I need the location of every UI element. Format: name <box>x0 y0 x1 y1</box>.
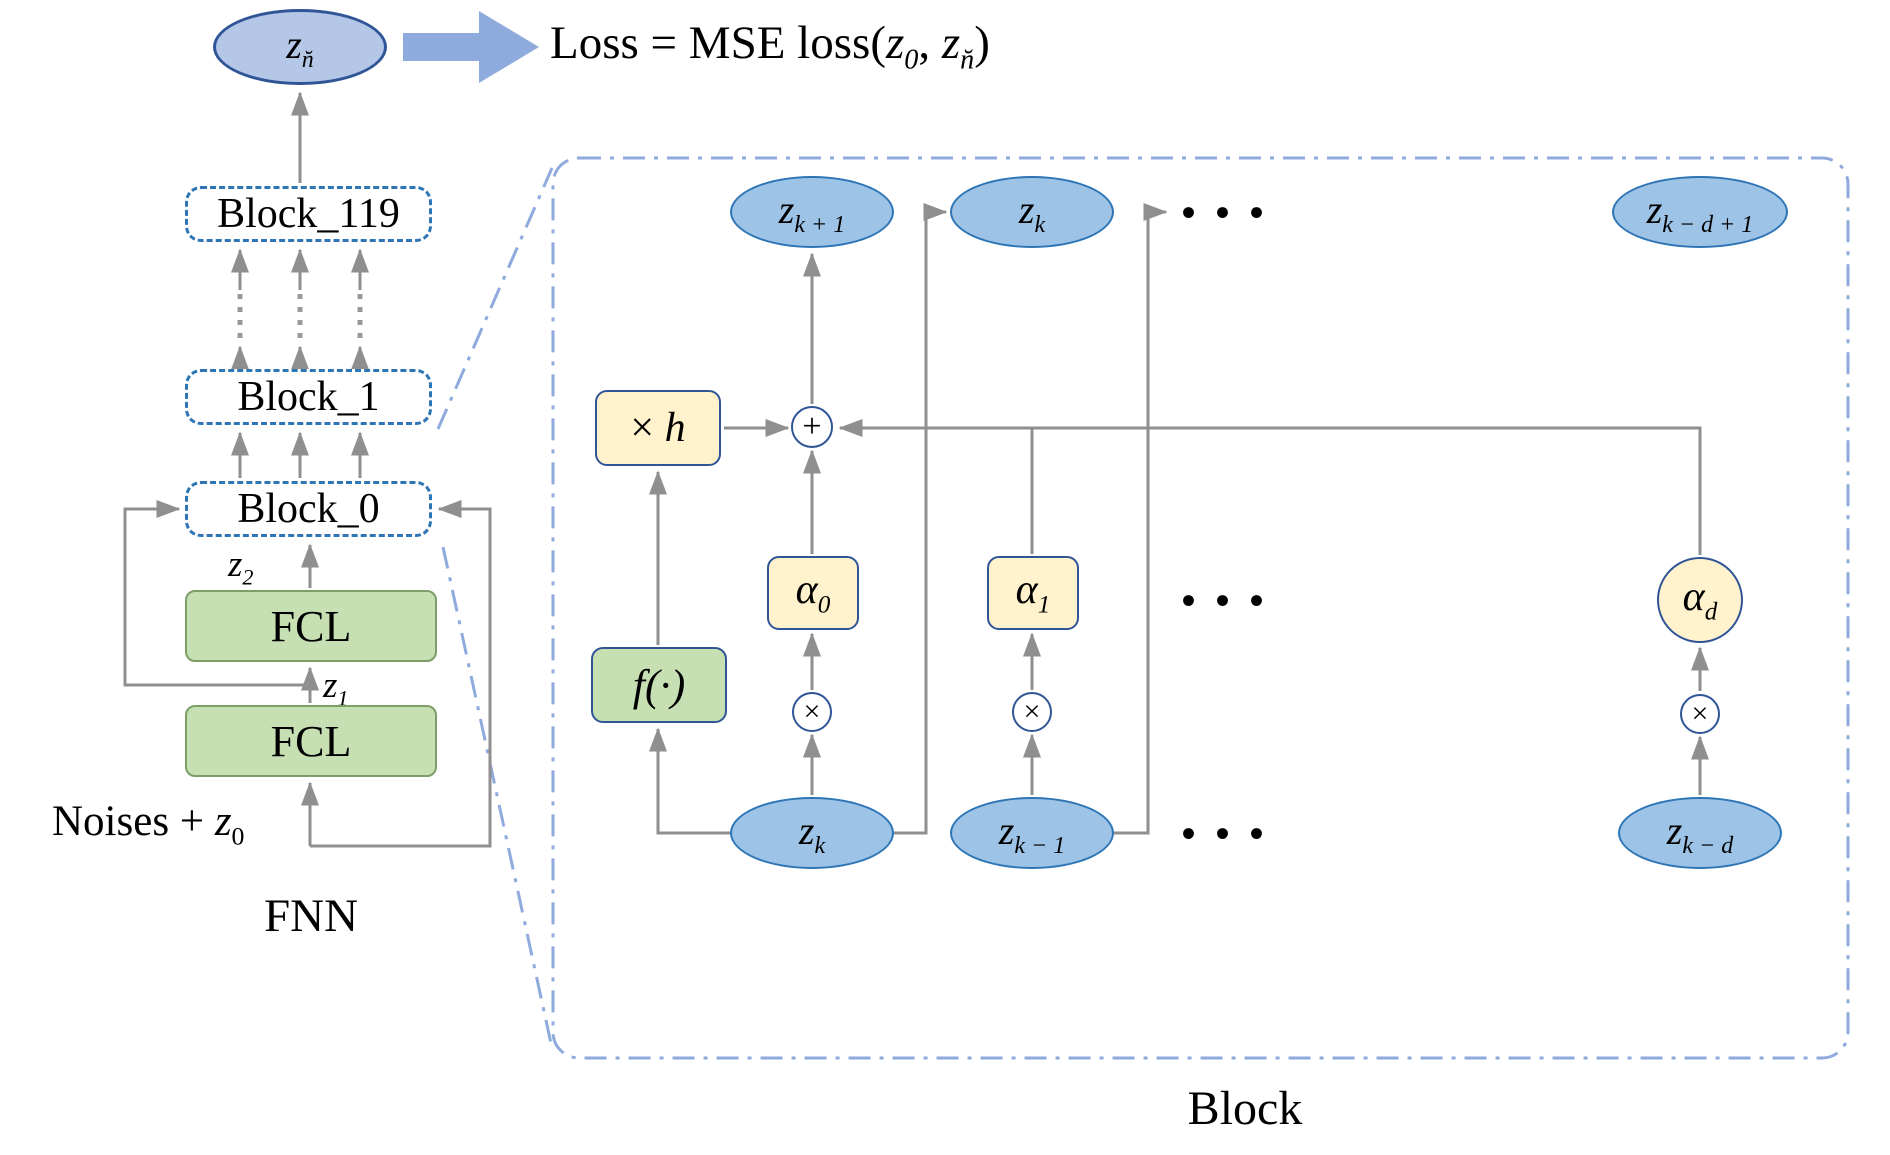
alpha-1-box: α1 <box>987 556 1079 630</box>
node-z-k-minus-d-plus-1: zk − d + 1 <box>1612 176 1788 248</box>
block-119-label: Block_119 <box>217 191 400 237</box>
node-z-k-minus-1: zk − 1 <box>950 797 1114 869</box>
fnn-caption: FNN <box>185 886 437 946</box>
node-z-breve-n-base: z <box>286 21 302 67</box>
times-circle-1: × <box>1012 692 1052 732</box>
input-label: Noises + z0 <box>52 797 244 852</box>
node-z-k-top-base: z <box>1018 186 1035 232</box>
node-z-k-bottom-base: z <box>798 807 815 853</box>
loss-z0-sub: 0 <box>904 44 919 76</box>
input-label-base: z <box>214 798 232 845</box>
input-label-sub: 0 <box>231 821 245 851</box>
times-symbol-0: × <box>803 695 821 728</box>
block-119: Block_119 <box>185 186 432 242</box>
node-z-k-plus-1: zk + 1 <box>730 176 894 248</box>
fcl-bottom: FCL <box>185 705 437 777</box>
node-z-k-plus-1-base: z <box>778 186 795 232</box>
node-z-k-minus-1-base: z <box>998 807 1015 853</box>
node-z-k-bottom-sub: k <box>814 832 826 859</box>
block-caption: Block <box>1120 1078 1370 1138</box>
label-z1-base: z <box>323 665 338 706</box>
label-z2-sub: 2 <box>242 564 254 590</box>
alpha-d-sub: d <box>1704 598 1718 626</box>
zoom-guides <box>436 156 1850 1060</box>
block-edges <box>649 203 1709 835</box>
loss-arrow-icon <box>403 11 539 83</box>
plus-symbol: + <box>802 408 822 445</box>
loss-separator: , <box>918 17 942 69</box>
fcl-bottom-label: FCL <box>270 716 352 766</box>
block-1: Block_1 <box>185 369 432 425</box>
times-h-op: × <box>630 405 655 451</box>
fnn-caption-label: FNN <box>263 890 359 942</box>
times-circle-0: × <box>792 692 832 732</box>
node-z-k-plus-1-sub: k + 1 <box>794 211 846 238</box>
input-label-prefix: Noises + <box>52 798 215 845</box>
block-1-label: Block_1 <box>237 374 380 420</box>
times-symbol-1: × <box>1023 695 1041 728</box>
top-ellipsis-dots: • • • <box>1160 186 1290 238</box>
times-circle-d: × <box>1680 694 1720 734</box>
node-z-k-minus-d-plus-1-base: z <box>1646 186 1663 232</box>
fcl-top: FCL <box>185 590 437 662</box>
node-z-breve-n: zn̆ <box>213 9 387 85</box>
loss-zn-sub: n̆ <box>960 44 975 76</box>
loss-suffix: ) <box>974 17 990 69</box>
f-function-label: f(·) <box>632 660 686 710</box>
fcl-top-label: FCL <box>270 601 352 651</box>
f-function-box: f(·) <box>591 647 727 723</box>
times-symbol-d: × <box>1691 697 1709 730</box>
middle-ellipsis-dots: • • • <box>1160 574 1290 626</box>
top-ellipsis-dots-text: • • • <box>1181 189 1269 235</box>
loss-prefix: Loss = MSE loss( <box>550 17 886 69</box>
alpha-0-box: α0 <box>767 556 859 630</box>
alpha-d-circle: αd <box>1657 557 1743 643</box>
node-z-k-bottom: zk <box>730 797 894 869</box>
alpha-1-base: α <box>1015 567 1038 614</box>
label-z2-base: z <box>228 544 243 585</box>
bottom-ellipsis-dots: • • • <box>1160 807 1290 859</box>
alpha-1-sub: 1 <box>1037 591 1051 619</box>
block-0-label: Block_0 <box>237 486 380 532</box>
block-0: Block_0 <box>185 481 432 537</box>
ellipsis-dotted-lines <box>237 294 363 340</box>
node-z-k-top-sub: k <box>1034 211 1046 238</box>
label-z2: z2 <box>228 543 254 590</box>
node-z-k-minus-1-sub: k − 1 <box>1014 832 1066 859</box>
alpha-0-sub: 0 <box>817 591 831 619</box>
node-z-k-minus-d-plus-1-sub: k − d + 1 <box>1662 211 1754 238</box>
loss-zn-base: z <box>941 17 961 69</box>
node-z-k-top: zk <box>950 176 1114 248</box>
node-z-k-minus-d-sub: k − d <box>1682 832 1734 859</box>
alpha-0-base: α <box>795 567 818 614</box>
block-caption-label: Block <box>1187 1081 1303 1135</box>
node-z-breve-n-sub: n̆ <box>301 46 314 73</box>
node-z-k-minus-d: zk − d <box>1618 797 1782 869</box>
times-h-box: × h <box>595 390 721 466</box>
middle-ellipsis-dots-text: • • • <box>1181 577 1269 623</box>
loss-z0-base: z <box>885 17 905 69</box>
node-z-k-minus-d-base: z <box>1666 807 1683 853</box>
bottom-ellipsis-dots-text: • • • <box>1181 810 1269 856</box>
loss-equation: Loss = MSE loss(z0, zn̆) <box>550 16 990 76</box>
times-h-var: h <box>664 405 686 451</box>
alpha-d-base: α <box>1682 574 1705 621</box>
plus-circle-node: + <box>791 406 833 448</box>
